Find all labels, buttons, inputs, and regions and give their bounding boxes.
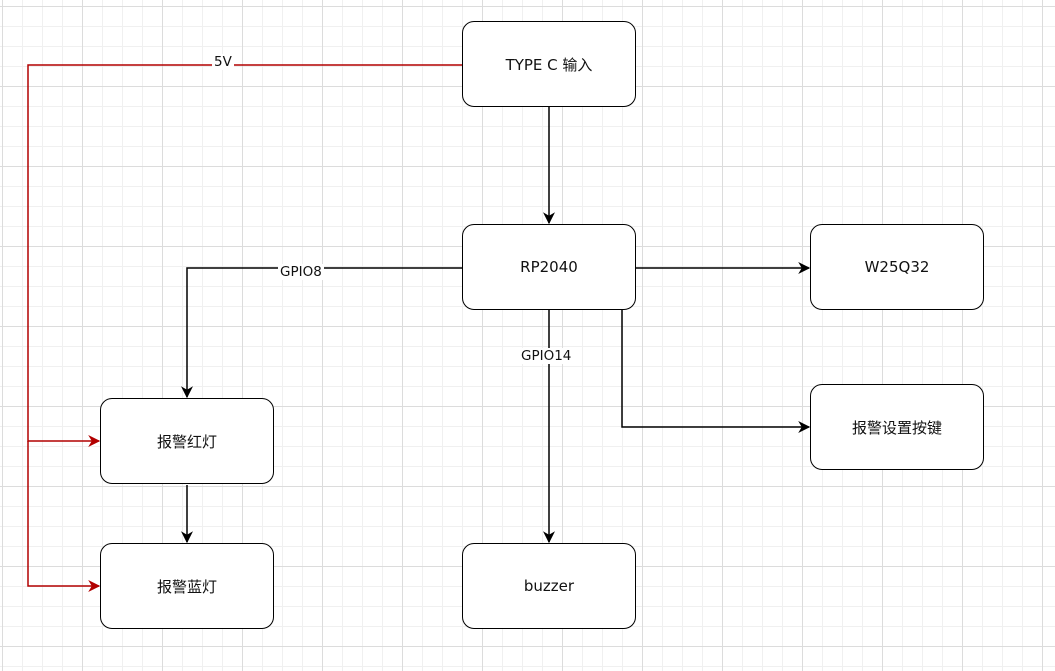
node-alarm-red-led[interactable]: 报警红灯 — [100, 398, 274, 484]
node-buzzer-label: buzzer — [523, 577, 575, 595]
node-typec-input-label: TYPE C 输入 — [505, 55, 593, 74]
label-5v: 5V — [212, 54, 234, 70]
node-alarm-setting-button[interactable]: 报警设置按键 — [810, 384, 984, 470]
node-typec-input[interactable]: TYPE C 输入 — [462, 21, 636, 107]
node-alarm-setting-button-label: 报警设置按键 — [851, 418, 942, 437]
node-buzzer[interactable]: buzzer — [462, 543, 636, 629]
node-alarm-red-led-label: 报警红灯 — [156, 432, 217, 451]
label-gpio14: GPIO14 — [519, 348, 574, 364]
label-gpio8: GPIO8 — [278, 264, 324, 280]
node-rp2040-label: RP2040 — [520, 258, 578, 276]
power-line-to-red-led[interactable] — [27, 64, 462, 447]
edge-rp2040-to-alarm-button[interactable] — [621, 310, 811, 433]
node-alarm-blue-led[interactable]: 报警蓝灯 — [100, 543, 274, 629]
node-rp2040[interactable]: RP2040 — [462, 224, 636, 310]
node-w25q32[interactable]: W25Q32 — [810, 224, 984, 310]
power-line-to-blue-led[interactable] — [27, 441, 101, 592]
edge-rp2040-gpio8-to-red-led[interactable] — [181, 267, 462, 399]
node-w25q32-label: W25Q32 — [864, 258, 930, 276]
node-alarm-blue-led-label: 报警蓝灯 — [156, 577, 217, 596]
